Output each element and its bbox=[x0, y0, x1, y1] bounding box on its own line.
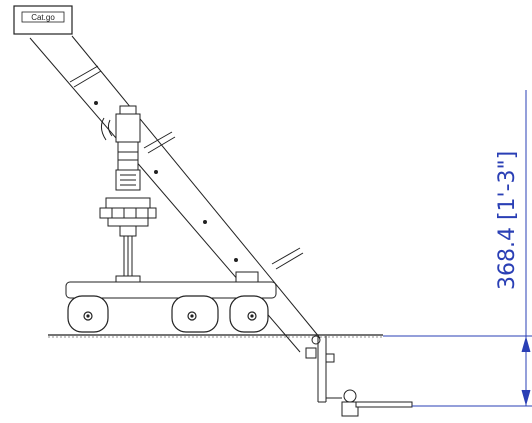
camera-head bbox=[100, 105, 141, 191]
arm-clamp-2 bbox=[143, 131, 176, 154]
floor-line bbox=[48, 334, 383, 338]
arm-clamp-3 bbox=[271, 247, 304, 270]
dimension-lines bbox=[383, 90, 532, 407]
top-label-box: Cat.go bbox=[13, 5, 73, 35]
pan-tilt-plate bbox=[99, 197, 157, 227]
dolly-wheels bbox=[67, 295, 269, 333]
pedestal-column bbox=[115, 225, 141, 283]
wheel-right bbox=[229, 295, 269, 333]
wheel-center bbox=[171, 295, 219, 333]
dimension-label: 368.4 [1'-3"] bbox=[495, 151, 520, 290]
dolly-base bbox=[65, 271, 277, 299]
wheel-left bbox=[67, 295, 109, 333]
top-box-label: Cat.go bbox=[31, 13, 55, 22]
floor-bracket bbox=[305, 335, 413, 417]
arm-clamp-1 bbox=[69, 65, 102, 88]
